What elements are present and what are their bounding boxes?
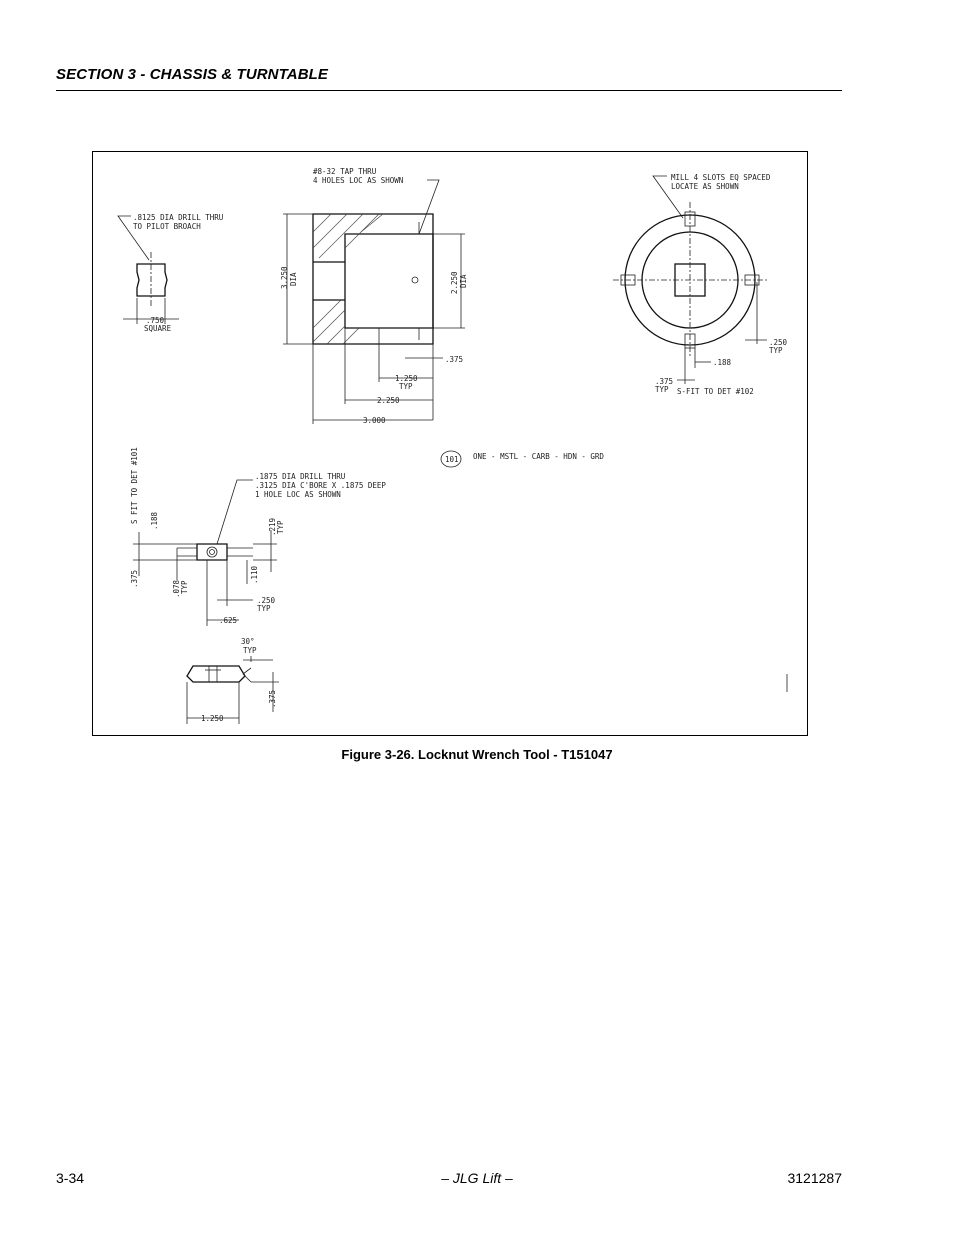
id-dim: 2.250	[450, 271, 459, 294]
sfit-note: S-FIT TO DET #102	[677, 387, 754, 396]
square-word: SQUARE	[144, 324, 172, 333]
drill-note-1: .8125 DIA DRILL THRU	[133, 213, 223, 222]
tap-note-2: 4 HOLES LOC AS SHOWN	[313, 176, 403, 185]
id-dia: DIA	[459, 274, 468, 288]
dim-typ-c: TYP	[655, 385, 669, 394]
drill-note-2: TO PILOT BROACH	[133, 222, 201, 231]
dim-375-a: .375	[445, 355, 463, 364]
det-101: 101	[445, 455, 459, 464]
mill-note-1: MILL 4 SLOTS EQ SPACED	[671, 173, 771, 182]
dim-250-b: .250	[257, 596, 276, 605]
dim-1250-b: 1.250	[201, 714, 224, 723]
od-dim: 3.250	[280, 266, 289, 289]
drawing-svg: .8125 DIA DRILL THRU TO PILOT BROACH .75…	[117, 167, 788, 724]
tap-note-1: #8-32 TAP THRU	[313, 167, 376, 176]
side-view: 30° TYP .375 1.250	[186, 637, 788, 724]
figure-caption: Figure 3-26. Locknut Wrench Tool - T1510…	[341, 747, 613, 762]
technical-drawing: .8125 DIA DRILL THRU TO PILOT BROACH .75…	[92, 151, 808, 736]
dim-typ-f: TYP	[257, 604, 271, 613]
dim-250: .250	[769, 338, 788, 347]
dim-375-c: .375	[130, 570, 139, 588]
drill2-note-3: 1 HOLE LOC AS SHOWN	[255, 490, 341, 499]
detail-101-note: 101 ONE - MSTL - CARB - HDN - GRD	[440, 450, 604, 468]
page-number: 3-34	[56, 1170, 85, 1186]
dim-30deg: 30°	[241, 637, 255, 646]
mill-note-2: LOCATE AS SHOWN	[671, 182, 739, 191]
square-broach-view: .8125 DIA DRILL THRU TO PILOT BROACH .75…	[117, 213, 223, 333]
dim-3000: 3.000	[363, 416, 386, 425]
footer-brand: – JLG Lift –	[441, 1170, 513, 1186]
dim-375-b: .375	[655, 377, 673, 386]
cross-section-view: #8-32 TAP THRU 4 HOLES LOC AS SHOWN	[280, 167, 468, 425]
square-dim: .750	[146, 316, 165, 325]
dim-typ-d: TYP	[180, 580, 189, 594]
dim-219: .219	[268, 518, 277, 536]
dim-078: .078	[172, 579, 181, 598]
dim-625: .625	[219, 616, 237, 625]
dim-typ-b: TYP	[769, 346, 783, 355]
det-101-note: ONE - MSTL - CARB - HDN - GRD	[473, 452, 604, 461]
document-number: 3121287	[787, 1170, 842, 1186]
section-title: SECTION 3 - CHASSIS & TURNTABLE	[56, 66, 329, 83]
detail-101-part: S FIT TO DET #101 .1875 DIA DRILL THRU .…	[130, 447, 386, 626]
dim-typ-a: TYP	[399, 382, 413, 391]
dim-2250: 2.250	[377, 396, 400, 405]
dim-1250: 1.250	[395, 374, 418, 383]
dim-188: .188	[713, 358, 732, 367]
end-view: MILL 4 SLOTS EQ SPACED LOCATE AS SHOWN .…	[613, 173, 788, 396]
dim-188-b: .188	[150, 511, 159, 530]
drill2-note-2: .3125 DIA C'BORE X .1875 DEEP	[255, 481, 386, 490]
dim-110: .110	[250, 565, 259, 584]
od-dia: DIA	[289, 272, 298, 286]
dim-375-d: .375	[268, 690, 277, 708]
sfit-note-2: S FIT TO DET #101	[130, 447, 139, 524]
section-header: SECTION 3 - CHASSIS & TURNTABLE	[56, 64, 842, 91]
dim-typ-e: TYP	[276, 520, 285, 534]
dim-typ-g: TYP	[243, 646, 257, 655]
drill2-note-1: .1875 DIA DRILL THRU	[255, 472, 345, 481]
